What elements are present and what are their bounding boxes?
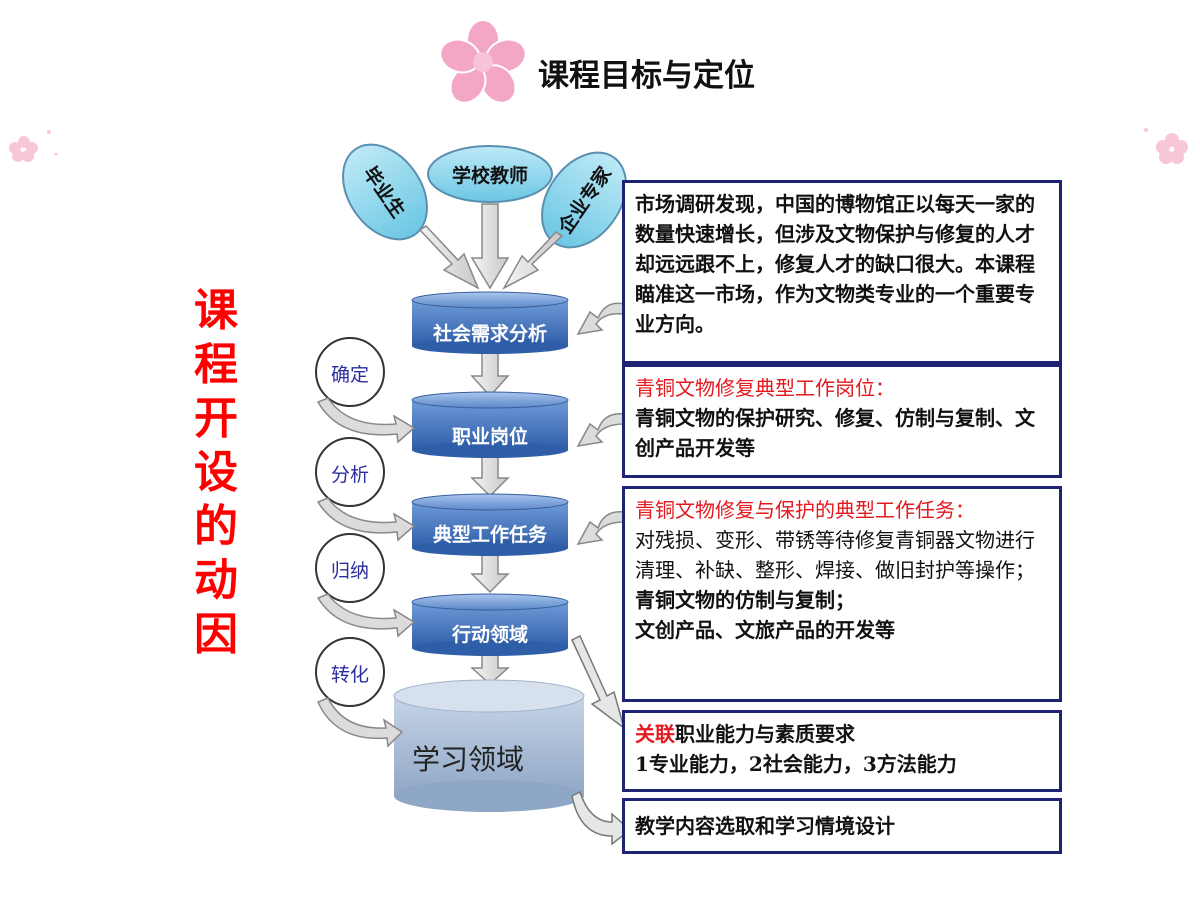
stage-learning-label: 学习领域 — [412, 743, 525, 776]
stage-task-drum — [411, 493, 569, 556]
market-text: 市场调研发现，中国的博物馆正以每天一家的数量快速增长，但涉及文物保护与修复的人才… — [635, 192, 1035, 336]
side-title-char: 课 — [194, 285, 238, 336]
arrow-to-teaching-box — [571, 790, 632, 846]
curve-arrow-analyze — [316, 497, 416, 542]
task-line2: 青铜文物的仿制与复制； — [635, 588, 855, 612]
process-induce-label: 归纳 — [330, 560, 369, 582]
teaching-box: 教学内容选取和学习情境设计 — [622, 798, 1062, 854]
flower-decoration-left-icon — [9, 130, 58, 162]
arrow-down-3 — [470, 551, 510, 594]
stage-task-label: 典型工作任务 — [432, 524, 547, 546]
teaching-text: 教学内容选取和学习情境设计 — [635, 814, 895, 838]
stage-position-drum — [411, 391, 569, 458]
task-body: 对残损、变形、带锈等待修复青铜器文物进行清理、补缺、整形、焊接、做旧封护等操作； — [635, 528, 1035, 582]
process-analyze-circle — [315, 437, 385, 507]
ability-line2: 1专业能力，2社会能力，3方法能力 — [635, 752, 957, 776]
position-box: 青铜文物修复典型工作岗位： 青铜文物的保护研究、修复、仿制与复制、文创产品开发等 — [622, 364, 1062, 478]
process-confirm-circle — [315, 337, 385, 407]
flower-decoration-right-icon — [1144, 128, 1188, 164]
curve-arrow-market — [576, 302, 625, 335]
stage-demand-drum — [411, 291, 569, 354]
source-teacher-ellipse — [427, 145, 553, 203]
arrow-to-ability-box — [571, 634, 626, 730]
market-box: 市场调研发现，中国的博物馆正以每天一家的数量快速增长，但涉及文物保护与修复的人才… — [622, 180, 1062, 364]
side-title-char: 动 — [194, 555, 238, 606]
task-title: 青铜文物修复与保护的典型工作任务： — [635, 498, 975, 522]
stage-learning-drum — [393, 679, 585, 812]
arrow-down-1 — [470, 349, 510, 398]
arrow-down-4 — [470, 651, 510, 686]
arrow-from-expert — [502, 231, 564, 290]
process-induce-circle — [315, 533, 385, 603]
curve-arrow-task — [576, 511, 625, 545]
ability-rest-text: 职业能力与素质要求 — [675, 722, 855, 746]
side-title-char: 设 — [194, 447, 238, 498]
curve-arrow-induce — [316, 593, 416, 638]
curve-arrow-transform — [316, 697, 404, 748]
side-title-char: 的 — [194, 501, 238, 552]
position-body: 青铜文物的保护研究、修复、仿制与复制、文创产品开发等 — [635, 406, 1035, 460]
ability-line1: 关联职业能力与素质要求 — [635, 717, 1049, 749]
curve-arrow-confirm — [316, 397, 416, 444]
arrow-from-teacher — [470, 203, 510, 290]
curve-arrow-position — [576, 413, 625, 447]
source-teacher-label: 学校教师 — [451, 165, 528, 187]
position-title: 青铜文物修复典型工作岗位： — [635, 376, 895, 400]
stage-action-label: 行动领域 — [451, 624, 528, 646]
arrow-from-graduate — [418, 225, 480, 290]
source-graduate-ellipse — [342, 143, 428, 241]
side-title: 课 程 开 设 的 动 因 — [186, 284, 246, 662]
stage-action-drum — [411, 593, 569, 656]
ability-red-text: 关联 — [635, 722, 675, 746]
process-transform-label: 转化 — [330, 664, 369, 686]
process-confirm-label: 确定 — [330, 364, 369, 386]
flower-logo-icon — [439, 20, 527, 104]
ability-box: 关联职业能力与素质要求 1专业能力，2社会能力，3方法能力 — [622, 710, 1062, 792]
task-line3: 文创产品、文旅产品的开发等 — [635, 618, 895, 642]
process-transform-circle — [315, 637, 385, 707]
task-box: 青铜文物修复与保护的典型工作任务： 对残损、变形、带锈等待修复青铜器文物进行清理… — [622, 486, 1062, 702]
side-title-char: 程 — [194, 339, 238, 390]
side-title-char: 因 — [194, 609, 238, 660]
process-analyze-label: 分析 — [330, 464, 369, 486]
arrow-down-2 — [470, 454, 510, 498]
page-title: 课程目标与定位 — [538, 58, 755, 94]
stage-position-label: 职业岗位 — [451, 426, 528, 448]
side-title-char: 开 — [194, 393, 238, 444]
stage-demand-label: 社会需求分析 — [432, 323, 547, 345]
